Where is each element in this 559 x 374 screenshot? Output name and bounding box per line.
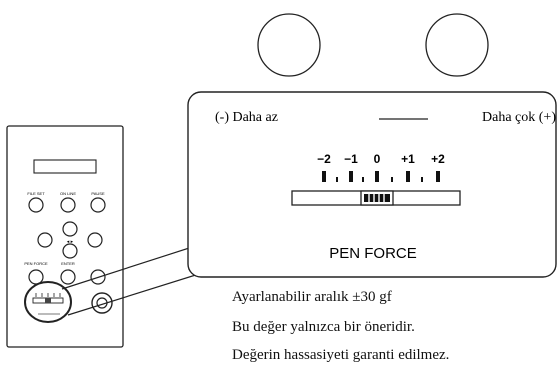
device-button-fileset[interactable] (28, 197, 44, 213)
note-range: Ayarlanabilir aralık ±30 gf (232, 289, 392, 305)
device-arrow-down[interactable] (62, 243, 78, 259)
label-more: Daha çok (+) (482, 110, 556, 125)
device-button-label-fileset: FILE SET (27, 191, 45, 196)
device-button-label-penforce: PEN FORCE (24, 261, 48, 266)
pen-force-title: PEN FORCE (329, 245, 417, 262)
scale-ticks (322, 171, 440, 182)
device-button-online[interactable] (60, 197, 76, 213)
note-precision: Değerin hassasiyeti garanti edilmez. (232, 347, 450, 363)
label-less: (-) Daha az (215, 110, 278, 125)
device-button-label-enter: ENTER (61, 261, 75, 266)
pen-force-slider-knob[interactable] (360, 190, 394, 206)
device-display (33, 159, 97, 174)
device-button-label-online: ON LINE (60, 191, 76, 196)
device-button-label-pause: PAUSE (91, 191, 105, 196)
device-arrow-left[interactable] (37, 232, 53, 248)
scale-tick-label: −2 (317, 152, 331, 166)
device-arrow-up[interactable] (62, 221, 78, 237)
device-arrow-glyphs: ◂ ▸ (67, 239, 74, 245)
callout-line-lower (67, 267, 219, 316)
top-circle-right (425, 13, 489, 77)
scale-tick-label: +2 (431, 152, 445, 166)
scale-tick-label: +1 (401, 152, 415, 166)
device-button-enter[interactable] (60, 269, 76, 285)
device-penforce-ticks-mini (35, 293, 61, 297)
note-suggestion: Bu değer yalnızca bir öneridir. (232, 319, 415, 335)
device-button-pause[interactable] (90, 197, 106, 213)
scale-tick-label: 0 (374, 152, 381, 166)
top-circle-left (257, 13, 321, 77)
device-arrow-right[interactable] (87, 232, 103, 248)
device-panel: FILE SET ON LINE PAUSE ◂ ▸ PEN FORCE ENT… (6, 125, 124, 348)
scale-tick-label: −1 (344, 152, 358, 166)
magnified-panel (187, 91, 557, 278)
device-penforce-knob-mini (45, 298, 51, 303)
